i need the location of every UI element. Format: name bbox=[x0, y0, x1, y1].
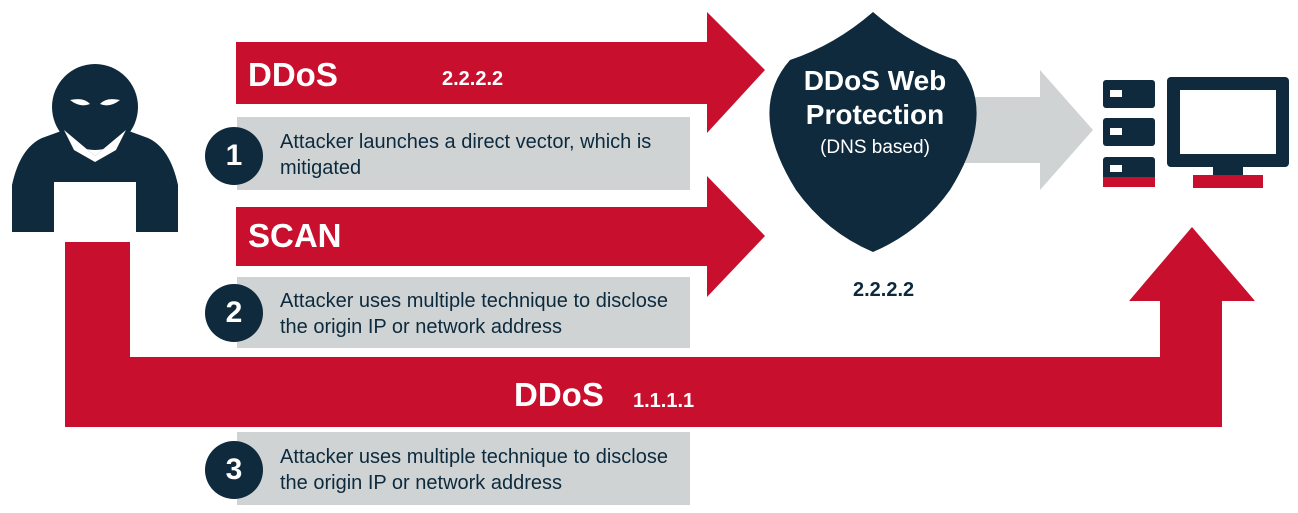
step-3-text: Attacker uses multiple technique to disc… bbox=[280, 446, 668, 494]
ddos-top-ip: 2.2.2.2 bbox=[442, 68, 504, 90]
step-2-box bbox=[237, 277, 690, 348]
monitor-icon bbox=[1167, 77, 1289, 188]
protected-traffic-arrow bbox=[960, 70, 1093, 190]
step-1-text: Attacker launches a direct vector, which… bbox=[280, 131, 652, 179]
ddos-bottom-label: DDoS bbox=[514, 376, 604, 413]
shield-subtitle: (DNS based) bbox=[820, 137, 930, 158]
ddos-top-label: DDoS bbox=[248, 56, 338, 93]
attacker-icon bbox=[12, 64, 178, 232]
scan-label: SCAN bbox=[248, 217, 342, 254]
step-1-box bbox=[237, 117, 690, 190]
ddos-bottom-ip: 1.1.1.1 bbox=[633, 390, 695, 412]
step-2-text: Attacker uses multiple technique to disc… bbox=[280, 290, 668, 338]
shield-title: DDoS Web Protection bbox=[803, 65, 947, 130]
server-rack-icon bbox=[1103, 80, 1155, 187]
step-3-number: 3 bbox=[205, 441, 263, 499]
step-2-number: 2 bbox=[205, 284, 263, 342]
ddos-origin-arrow bbox=[65, 227, 1255, 427]
shield-shape bbox=[769, 12, 977, 252]
shield-ip: 2.2.2.2 bbox=[853, 279, 915, 301]
scan-arrow bbox=[236, 176, 765, 297]
ddos-direct-arrow bbox=[236, 12, 765, 133]
step-3-box bbox=[237, 432, 690, 505]
step-1-number: 1 bbox=[205, 127, 263, 185]
